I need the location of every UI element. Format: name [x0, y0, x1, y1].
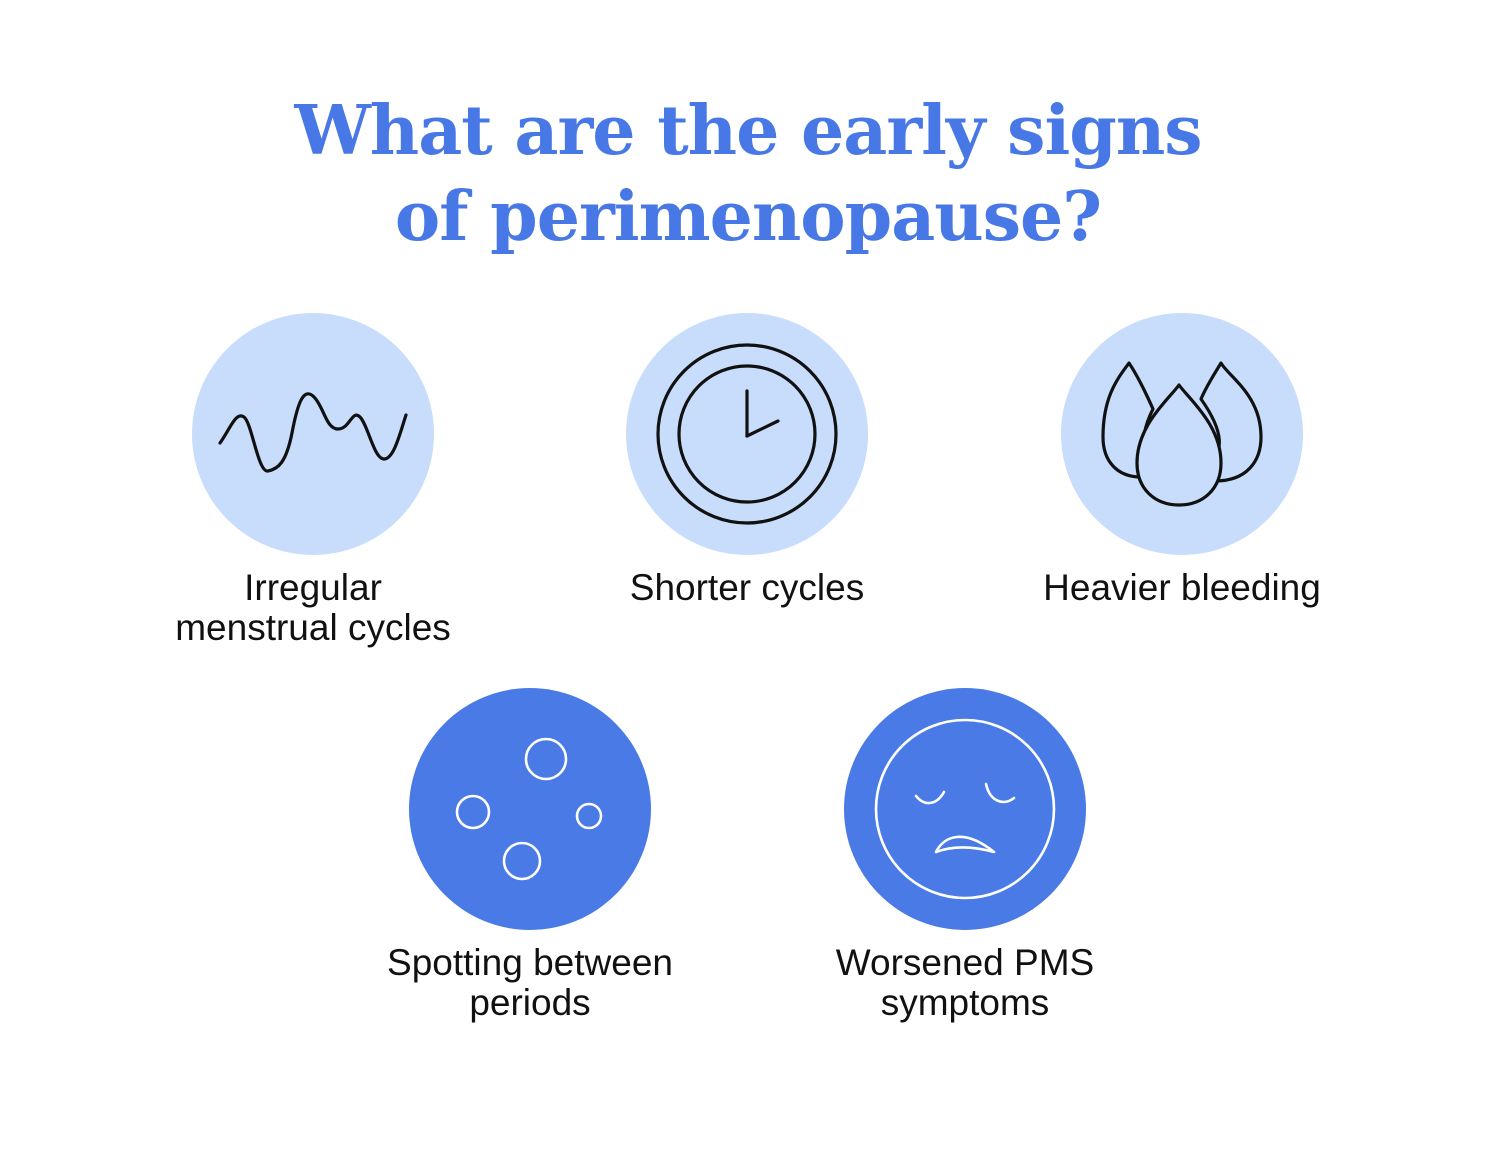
wave-icon — [218, 392, 408, 473]
sign-circle-heavier — [1061, 313, 1303, 555]
sign-label-heavier: Heavier bleeding — [1043, 567, 1321, 608]
page-title: What are the early signs of perimenopaus… — [0, 88, 1496, 260]
sign-circle-irregular — [192, 313, 434, 555]
sign-label-shorter: Shorter cycles — [629, 567, 865, 608]
sign-label-spotting: Spotting between periods — [387, 942, 673, 1023]
sad-face-icon — [874, 718, 1056, 900]
clock-icon — [656, 343, 838, 525]
sign-circle-shorter — [626, 313, 868, 555]
sign-circle-spotting — [409, 688, 651, 930]
sign-label-pms: Worsened PMS symptoms — [835, 942, 1095, 1023]
title-line-1: What are the early signs — [294, 91, 1202, 171]
sign-circle-pms — [844, 688, 1086, 930]
title-line-2: of perimenopause? — [394, 177, 1102, 257]
spots-icon — [455, 737, 603, 881]
drops-icon — [1101, 361, 1263, 507]
sign-label-irregular: Irregular menstrual cycles — [175, 567, 451, 648]
